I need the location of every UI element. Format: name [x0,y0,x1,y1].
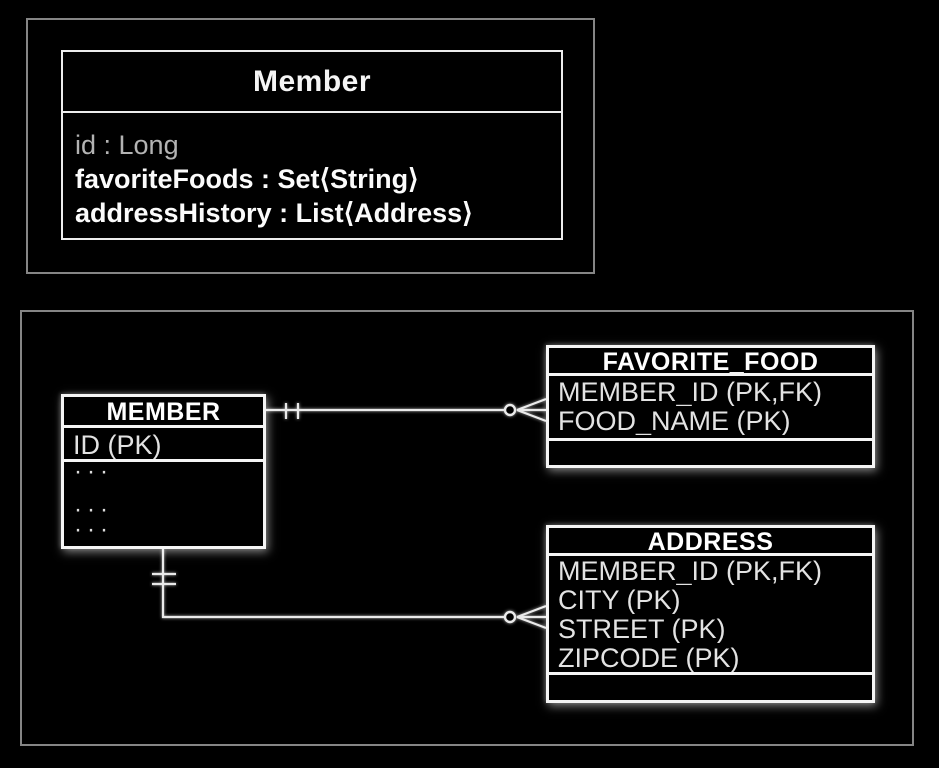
uml-attribute-address-history: addressHistory : List⟨Address⟩ [75,198,473,228]
er-column-member-id: MEMBER_ID (PK,FK) [558,556,823,585]
uml-class-title: Member [63,52,561,113]
one-and-only-one-icon [284,403,300,419]
uml-class-attributes: id : Long favoriteFoods : Set⟨String⟩ ad… [63,113,561,230]
er-column-street: STREET (PK) [558,614,726,643]
er-column-zipcode: ZIPCODE (PK) [558,643,740,672]
one-and-only-one-icon [152,572,176,586]
er-omitted-columns: ··· ··· ··· [64,458,263,543]
ellipsis-row: ··· [74,458,113,485]
er-column-id-pk: ID (PK) [64,428,263,462]
uml-class-member: Member id : Long favoriteFoods : Set⟨Str… [61,50,563,240]
er-column-food-name: FOOD_NAME (PK) [558,406,791,435]
er-table-favorite-food-title: FAVORITE_FOOD [549,348,872,376]
zero-or-many-icon [503,604,547,630]
er-table-favorite-food: FAVORITE_FOOD MEMBER_ID (PK,FK) FOOD_NAM… [546,345,875,468]
er-table-address-columns: MEMBER_ID (PK,FK) CITY (PK) STREET (PK) … [549,556,872,672]
er-column-member-id: MEMBER_ID (PK,FK) [558,377,823,406]
empty-row [549,438,872,465]
uml-attribute-id: id : Long [75,130,179,160]
member-address-connector [152,549,547,630]
zero-or-many-icon [503,397,547,423]
er-table-favorite-food-columns: MEMBER_ID (PK,FK) FOOD_NAME (PK) [549,376,872,438]
member-favoritefood-connector [266,397,547,423]
er-table-address: ADDRESS MEMBER_ID (PK,FK) CITY (PK) STRE… [546,525,875,703]
uml-attribute-favorite-foods: favoriteFoods : Set⟨String⟩ [75,164,419,194]
ellipsis-row: ··· [74,496,113,523]
uml-class-panel: Member id : Long favoriteFoods : Set⟨Str… [26,18,595,274]
empty-row [549,672,872,697]
er-diagram-panel: MEMBER ID (PK) ··· ··· ··· FAVORITE_FOOD… [20,310,914,746]
er-table-address-title: ADDRESS [549,528,872,556]
er-table-member-title: MEMBER [64,397,263,428]
ellipsis-row: ··· [74,516,113,543]
er-column-city: CITY (PK) [558,585,681,614]
er-table-member: MEMBER ID (PK) ··· ··· ··· [61,394,266,549]
